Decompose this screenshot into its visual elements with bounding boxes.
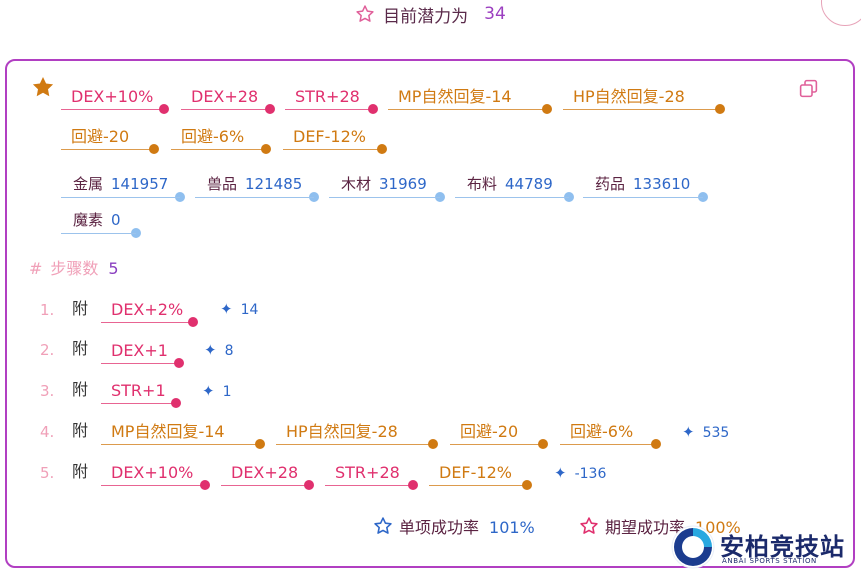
sparkle-icon: ✦ xyxy=(682,423,695,441)
star-outline-icon xyxy=(374,517,392,534)
tag-chip[interactable]: DEX+10% xyxy=(61,84,169,114)
step-number: 1. xyxy=(40,301,55,319)
step-score: ✦14 xyxy=(220,300,259,318)
watermark-logo: 安柏竞技站 ANBAI SPORTS STATION xyxy=(670,524,855,570)
step-action: 附 xyxy=(72,299,89,318)
logo-icon xyxy=(671,525,715,569)
copy-icon[interactable] xyxy=(798,78,819,99)
step-tag[interactable]: HP自然回复-28 xyxy=(276,419,438,449)
step-number: 2. xyxy=(40,341,55,359)
sparkle-icon: ✦ xyxy=(202,382,215,400)
step-score: ✦8 xyxy=(204,341,234,359)
tag-chip[interactable]: STR+28 xyxy=(285,84,378,114)
steps-count: 5 xyxy=(108,259,119,278)
star-outline-icon xyxy=(356,5,374,22)
step-tag[interactable]: DEX+10% xyxy=(101,460,210,490)
sparkle-icon: ✦ xyxy=(204,341,217,359)
star-outline-icon xyxy=(580,517,598,534)
tag-chip[interactable]: MP自然回复-14 xyxy=(388,84,552,114)
potential-line: 目前潜力为 34 xyxy=(0,0,861,28)
star-filled-icon[interactable] xyxy=(31,76,55,98)
tag-chip[interactable]: DEF-12% xyxy=(283,124,387,154)
step-tag[interactable]: MP自然回复-14 xyxy=(101,419,265,449)
result-panel xyxy=(5,59,855,568)
step-action: 附 xyxy=(72,339,89,358)
tag-chip[interactable]: 回避-20 xyxy=(61,124,159,154)
step-number: 3. xyxy=(40,382,55,400)
step-score: ✦1 xyxy=(202,382,232,400)
step-tag[interactable]: DEX+1 xyxy=(101,338,184,368)
hash-icon: # xyxy=(29,259,43,278)
step-score: ✦535 xyxy=(682,423,730,441)
step-number: 5. xyxy=(40,464,55,482)
step-tag[interactable]: DEF-12% xyxy=(429,460,532,490)
step-action: 附 xyxy=(72,380,89,399)
potential-value: 34 xyxy=(484,4,506,24)
sparkle-icon: ✦ xyxy=(554,464,567,482)
step-number: 4. xyxy=(40,423,55,441)
step-tag[interactable]: DEX+2% xyxy=(101,297,198,327)
step-tag[interactable]: STR+1 xyxy=(101,378,181,408)
tag-chip[interactable]: HP自然回复-28 xyxy=(563,84,725,114)
step-tag[interactable]: 回避-20 xyxy=(450,419,548,449)
step-tag[interactable]: STR+28 xyxy=(325,460,418,490)
tag-chip[interactable]: 回避-6% xyxy=(171,124,271,154)
step-tag[interactable]: 回避-6% xyxy=(560,419,661,449)
potential-label: 目前潜力为 xyxy=(383,6,469,27)
step-tag[interactable]: DEX+28 xyxy=(221,460,314,490)
step-score: ✦-136 xyxy=(554,464,607,482)
step-action: 附 xyxy=(72,462,89,481)
sparkle-icon: ✦ xyxy=(220,300,233,318)
step-action: 附 xyxy=(72,421,89,440)
tag-chip[interactable]: DEX+28 xyxy=(181,84,275,114)
